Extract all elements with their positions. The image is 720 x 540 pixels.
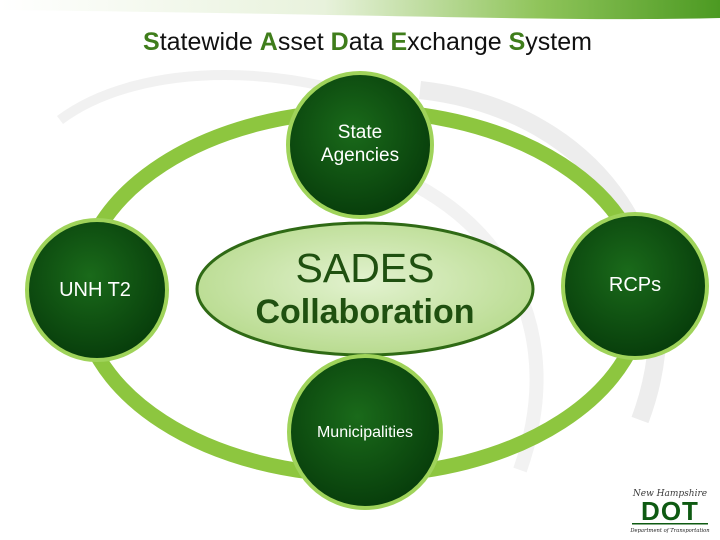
node-unh-t2 (25, 218, 169, 362)
collaboration-label: Collaboration (255, 293, 475, 331)
title-word: Asset (259, 28, 324, 56)
node-state-agencies (286, 71, 434, 219)
logo-script: New Hampshire (632, 489, 707, 499)
title-word: System (508, 28, 592, 56)
node-municipalities (287, 354, 443, 510)
center-label: SADES Collaboration (200, 244, 530, 332)
logo-letters: DOT (641, 496, 699, 526)
title-word: Data (330, 28, 384, 56)
municipalities-label: Municipalities (316, 424, 414, 441)
sades-acronym: SADES (295, 245, 435, 291)
node-rcps (561, 212, 709, 360)
nh-dot-logo: New Hampshire DOT Department of Transpor… (629, 489, 709, 534)
unh-t2-label: UNH T2 (59, 278, 131, 301)
title-word: Exchange (390, 28, 502, 56)
title-word: Statewide (143, 28, 253, 56)
page-title: Statewide Asset Data Exchange System (0, 28, 720, 57)
logo-tagline: Department of Transportation (629, 528, 709, 534)
header-gradient-band (0, 0, 720, 20)
rcps-label: RCPs (608, 273, 662, 296)
